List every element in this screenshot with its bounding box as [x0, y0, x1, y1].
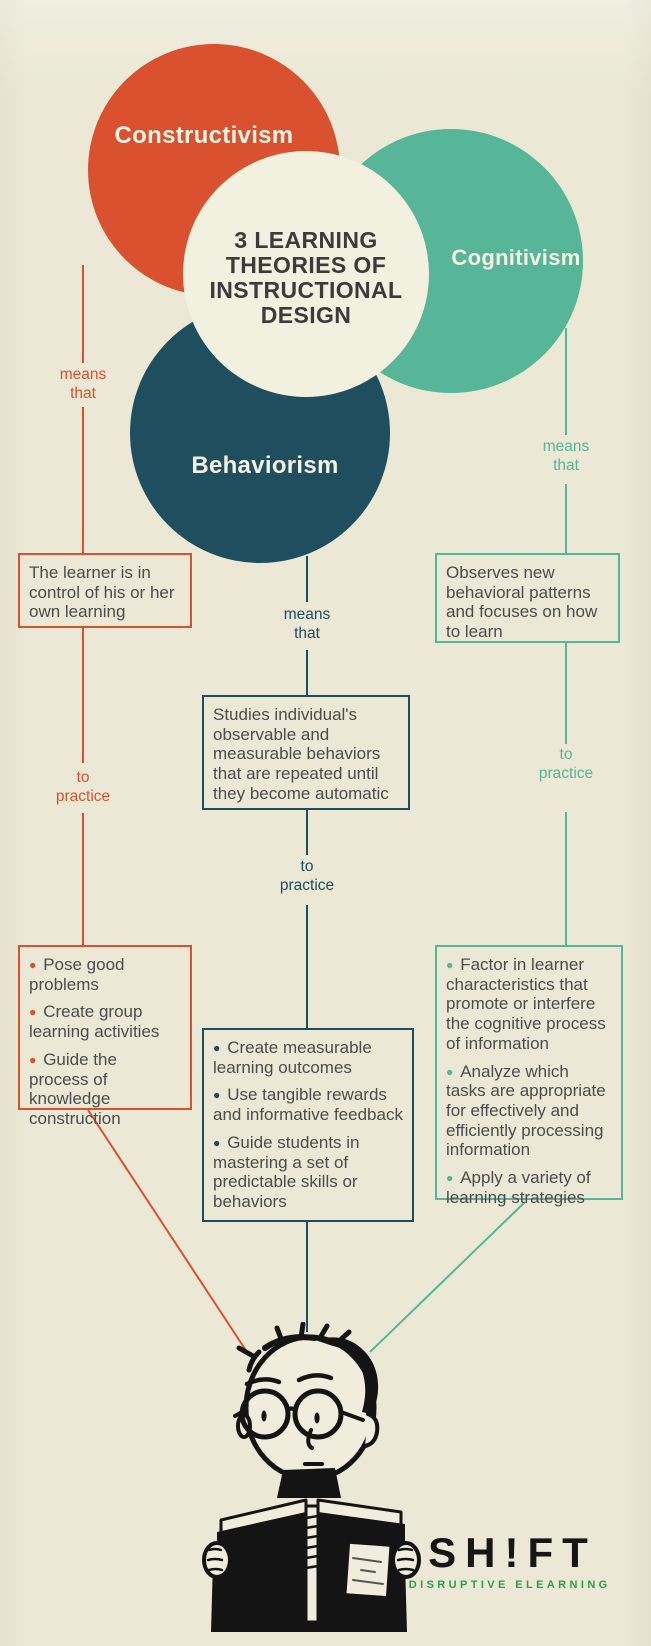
practice-item: Use tangible rewards and informative fee…	[213, 1085, 403, 1124]
constructivism-label: Constructivism	[114, 122, 294, 149]
page-title: 3 LEARNING THEORIES OF INSTRUCTIONAL DES…	[186, 228, 426, 328]
title-line: 3 LEARNING	[234, 227, 378, 253]
behaviorism-label: Behaviorism	[191, 452, 339, 479]
definition-box-cognitivism: Observes new behavioral patterns and foc…	[435, 553, 620, 643]
to-practice-label-constructivism: to practice	[55, 769, 111, 805]
cognitivism-label: Cognitivism	[451, 245, 581, 270]
practice-item: Guide the process of knowledge construct…	[29, 1050, 181, 1129]
means-that-label-cognitivism: means that	[542, 438, 590, 474]
practice-item: Apply a variety of learning strategies	[446, 1168, 612, 1207]
book-spine	[304, 1504, 320, 1624]
practice-item: Pose good problems	[29, 955, 181, 994]
title-line: THEORIES OF	[225, 252, 387, 278]
boy-nose	[306, 1428, 314, 1450]
definition-box-constructivism: The learner is in control of his or her …	[18, 553, 192, 628]
boy-head	[243, 1334, 377, 1482]
boy-reading-illustration	[202, 1322, 421, 1632]
boy-ear-right	[363, 1412, 380, 1448]
boy-neck	[277, 1468, 341, 1498]
means-that-label-constructivism: means that	[59, 366, 107, 402]
boy-eye-right	[314, 1412, 320, 1424]
brand-name: SH!FT	[428, 1529, 597, 1576]
book-cover-left	[217, 1512, 306, 1622]
connector-line-diagonal	[369, 1201, 526, 1353]
brand-tagline: DISRUPTIVE ELEARNING	[408, 1579, 611, 1591]
to-practice-label-cognitivism: to practice	[538, 746, 594, 782]
shift-logo: SH!FT DISRUPTIVE ELEARNING	[400, 1532, 616, 1592]
definition-box-behaviorism: Studies individual's observable and meas…	[202, 695, 410, 810]
practice-item: Factor in learner characteristics that p…	[446, 955, 612, 1054]
practices-box-behaviorism: Create measurable learning outcomes Use …	[202, 1028, 414, 1222]
title-line: INSTRUCTIONAL	[209, 277, 403, 303]
means-that-label-behaviorism: means that	[283, 606, 331, 642]
practice-item: Guide students in mastering a set of pre…	[213, 1133, 403, 1212]
practice-item: Create measurable learning outcomes	[213, 1038, 403, 1077]
boy-eye-left	[261, 1410, 267, 1422]
boy-hair	[315, 1337, 379, 1414]
title-line: DESIGN	[260, 302, 352, 328]
practice-item: Create group learning activities	[29, 1002, 181, 1041]
practice-item: Analyze which tasks are appropriate for …	[446, 1062, 612, 1161]
to-practice-label-behaviorism: to practice	[279, 858, 335, 894]
practices-box-constructivism: Pose good problems Create group learning…	[18, 945, 192, 1128]
practices-box-cognitivism: Factor in learner characteristics that p…	[435, 945, 623, 1207]
connector-line-diagonal	[87, 1109, 248, 1353]
center-circle	[183, 151, 429, 397]
